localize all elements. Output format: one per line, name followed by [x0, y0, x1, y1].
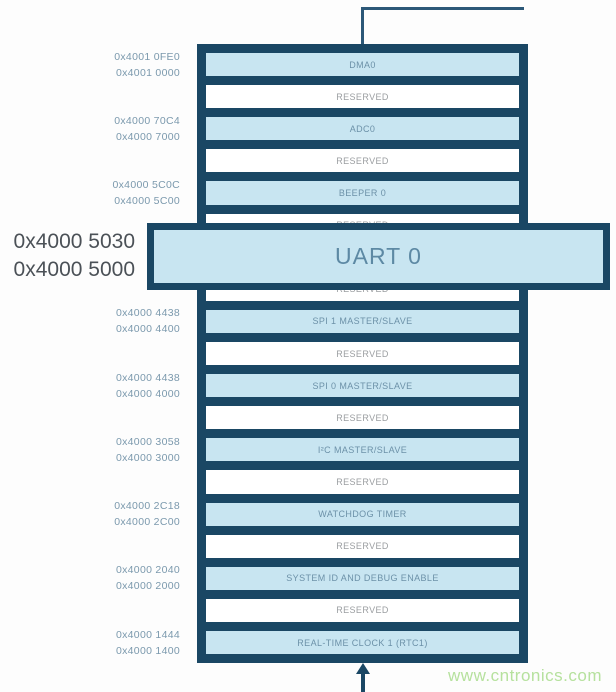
row-i-c-master-slave-12: I²C MASTER/SLAVE 0x4000 3058 0x4000 3000: [116, 436, 519, 464]
address-low: 0x4001 0000: [115, 66, 180, 79]
row-reserved-17: RESERVED: [206, 598, 519, 622]
address-high: 0x4000 2040: [115, 564, 180, 577]
row-label: RESERVED: [336, 605, 389, 616]
uart0-callout: UART 0: [147, 223, 610, 290]
address-label: 0x4000 4438 0x4000 4000: [116, 370, 180, 402]
up-arrow-stem: [361, 672, 365, 692]
row-reserved-3: RESERVED: [206, 149, 519, 173]
row-adc0-2: ADC0 0x4000 70C4 0x4000 7000: [114, 115, 519, 143]
address-high: 0x4000 2C18: [114, 500, 180, 513]
address-label: 0x4000 5C0C 0x4000 5C00: [112, 177, 180, 209]
address-label: 0x4000 1444 0x4000 1400: [116, 627, 180, 659]
address-low: 0x4000 1400: [115, 644, 180, 657]
address-high: 0x4000 4438: [115, 307, 180, 320]
address-label: 0x4000 2040 0x4000 2000: [116, 562, 180, 594]
row-label: REAL-TIME CLOCK 1 (RTC1): [297, 637, 428, 648]
address-low: 0x4000 5C00: [114, 194, 180, 207]
address-low: 0x4000 3000: [115, 451, 180, 464]
uart0-address-label: 0x4000 5030 0x4000 5000: [0, 228, 135, 284]
row-label: RESERVED: [336, 91, 389, 102]
connector-vertical-line: [361, 7, 364, 45]
address-label: 0x4000 4438 0x4000 4400: [116, 305, 180, 337]
address-low: 0x4000 2000: [115, 580, 180, 593]
address-high: 0x4000 5C0C: [112, 178, 180, 191]
row-label: RESERVED: [336, 155, 389, 166]
row-label: RESERVED: [336, 348, 389, 359]
address-low: 0x4000 2C00: [114, 516, 180, 529]
address-high: 0x4000 3058: [115, 435, 180, 448]
address-label: 0x4001 0FE0 0x4001 0000: [114, 49, 180, 81]
address-high: 0x4000 1444: [115, 628, 180, 641]
row-label: WATCHDOG TIMER: [318, 509, 407, 520]
row-reserved-15: RESERVED: [206, 534, 519, 558]
row-dma0-0: DMA0 0x4001 0FE0 0x4001 0000: [114, 51, 519, 79]
address-high: 0x4001 0FE0: [114, 50, 180, 63]
row-label: SPI 1 MASTER/SLAVE: [312, 316, 413, 327]
up-arrow-icon: [356, 663, 370, 674]
address-label: 0x4000 70C4 0x4000 7000: [114, 113, 180, 145]
address-high: 0x4000 70C4: [114, 114, 180, 127]
address-low: 0x4000 4400: [115, 323, 180, 336]
row-label: DMA0: [349, 59, 376, 70]
address-low: 0x4000 7000: [115, 130, 180, 143]
row-reserved-13: RESERVED: [206, 470, 519, 494]
watermark-text: www.cntronics.com: [448, 666, 602, 685]
address-label: 0x4000 3058 0x4000 3000: [116, 434, 180, 466]
row-label: SYSTEM ID AND DEBUG ENABLE: [286, 573, 439, 584]
row-label: SPI 0 MASTER/SLAVE: [312, 380, 413, 391]
address-high: 0x4000 4438: [115, 371, 180, 384]
row-reserved-1: RESERVED: [206, 85, 519, 109]
row-label: ADC0: [349, 123, 376, 134]
row-spi-0-master-slave-10: SPI 0 MASTER/SLAVE 0x4000 4438 0x4000 4000: [116, 372, 519, 400]
address-label: 0x4000 2C18 0x4000 2C00: [114, 498, 180, 530]
row-spi-1-master-slave-8: SPI 1 MASTER/SLAVE 0x4000 4438 0x4000 4400: [116, 307, 519, 335]
row-label: RESERVED: [336, 476, 389, 487]
address-low: 0x4000 4000: [115, 387, 180, 400]
connector-horizontal-line: [361, 7, 524, 10]
uart0-address-low: 0x4000 5000: [13, 258, 135, 281]
row-beeper-0-4: BEEPER 0 0x4000 5C0C 0x4000 5C00: [112, 179, 519, 207]
uart0-callout-label: UART 0: [335, 243, 422, 269]
row-reserved-11: RESERVED: [206, 406, 519, 430]
row-label: RESERVED: [336, 412, 389, 423]
row-label: I²C MASTER/SLAVE: [317, 444, 408, 455]
row-reserved-9: RESERVED: [206, 341, 519, 366]
row-label: BEEPER 0: [338, 187, 387, 198]
row-watchdog-timer-14: WATCHDOG TIMER 0x4000 2C18 0x4000 2C00: [114, 500, 519, 528]
row-label: RESERVED: [336, 541, 389, 552]
uart0-address-high: 0x4000 5030: [13, 230, 135, 253]
